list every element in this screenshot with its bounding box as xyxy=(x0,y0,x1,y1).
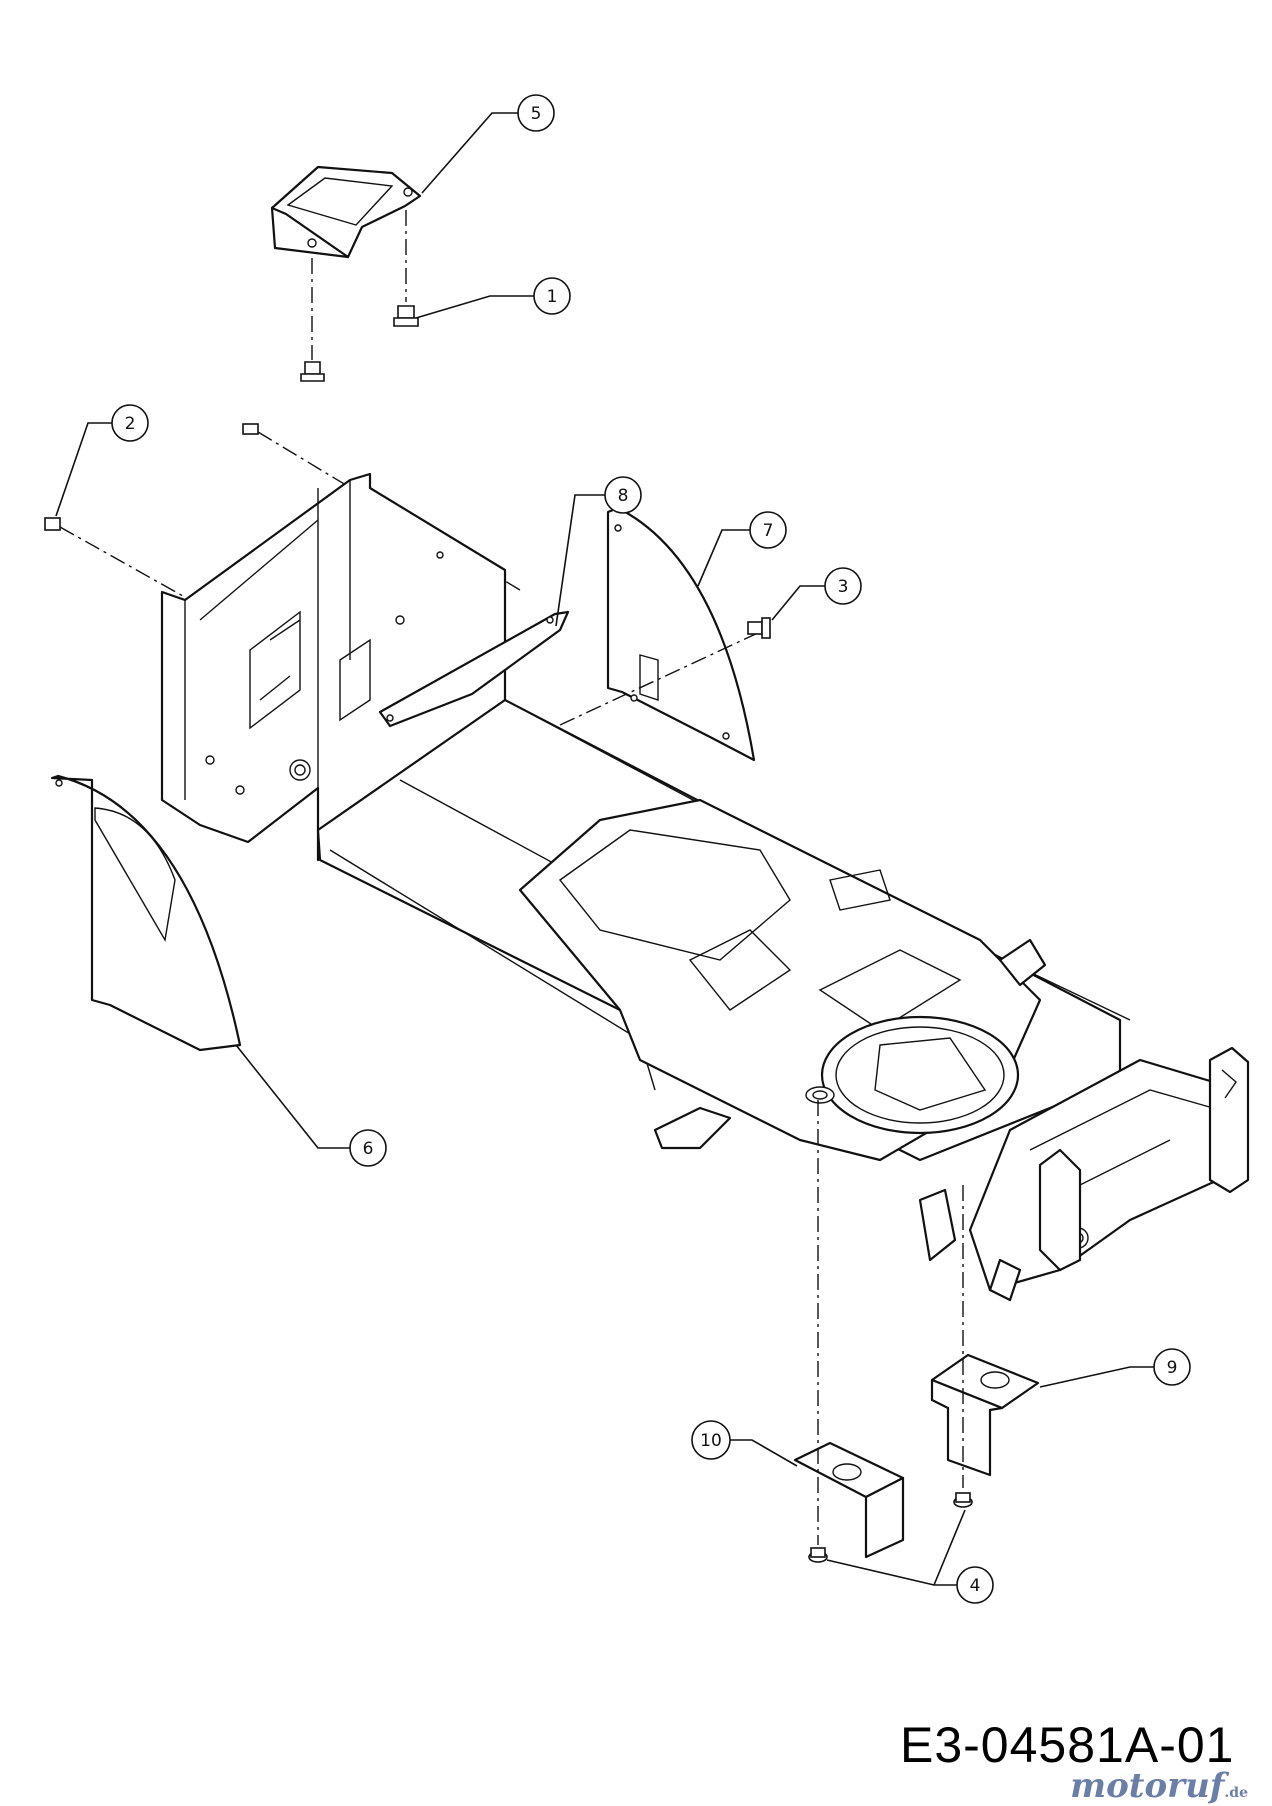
callout-6: 6 xyxy=(235,1044,387,1167)
part-1-bolt xyxy=(393,305,419,327)
brand-watermark: motoruf.de xyxy=(1070,1766,1248,1806)
callout-6-label: 6 xyxy=(363,1139,374,1159)
assembly-line xyxy=(59,526,191,601)
callout-9: 9 xyxy=(1039,1348,1191,1388)
callout-7: 7 xyxy=(697,511,787,587)
callout-2-label: 2 xyxy=(125,414,136,434)
callout-7-label: 7 xyxy=(763,521,774,541)
callout-4: 4 xyxy=(826,1509,994,1604)
part-4-bolt xyxy=(953,1492,973,1508)
drawing-number: E3-04581A-01 xyxy=(900,1717,1235,1773)
callout-2: 2 xyxy=(55,404,149,517)
brand-suffix: .de xyxy=(1224,1785,1248,1801)
callout-3: 3 xyxy=(771,567,862,621)
part-6-belt-guard xyxy=(50,774,242,1052)
part-2-bolt xyxy=(44,423,259,531)
part-4-bolt xyxy=(808,1547,828,1563)
callout-9-label: 9 xyxy=(1167,1358,1178,1378)
callout-4-label: 4 xyxy=(970,1576,981,1596)
part-10-bracket xyxy=(793,1441,905,1559)
part-1-bolt xyxy=(300,361,325,382)
part-5-cover-plate xyxy=(270,165,422,259)
callout-8-label: 8 xyxy=(618,486,629,506)
main-frame xyxy=(160,472,1250,1302)
callout-3-label: 3 xyxy=(838,577,849,597)
part-8-brace xyxy=(378,610,570,728)
part-7-side-panel xyxy=(606,506,756,762)
callout-8: 8 xyxy=(555,476,642,627)
callout-5: 5 xyxy=(421,94,555,194)
callout-10-label: 10 xyxy=(700,1431,722,1451)
callout-10: 10 xyxy=(691,1420,798,1467)
part-9-bracket xyxy=(930,1353,1040,1477)
assembly-line xyxy=(559,631,761,726)
brand-name: motoruf xyxy=(1070,1766,1225,1806)
callout-1-label: 1 xyxy=(547,287,558,307)
callout-1: 1 xyxy=(415,277,571,319)
callout-5-label: 5 xyxy=(531,104,542,124)
part-3-bolt xyxy=(747,617,771,639)
